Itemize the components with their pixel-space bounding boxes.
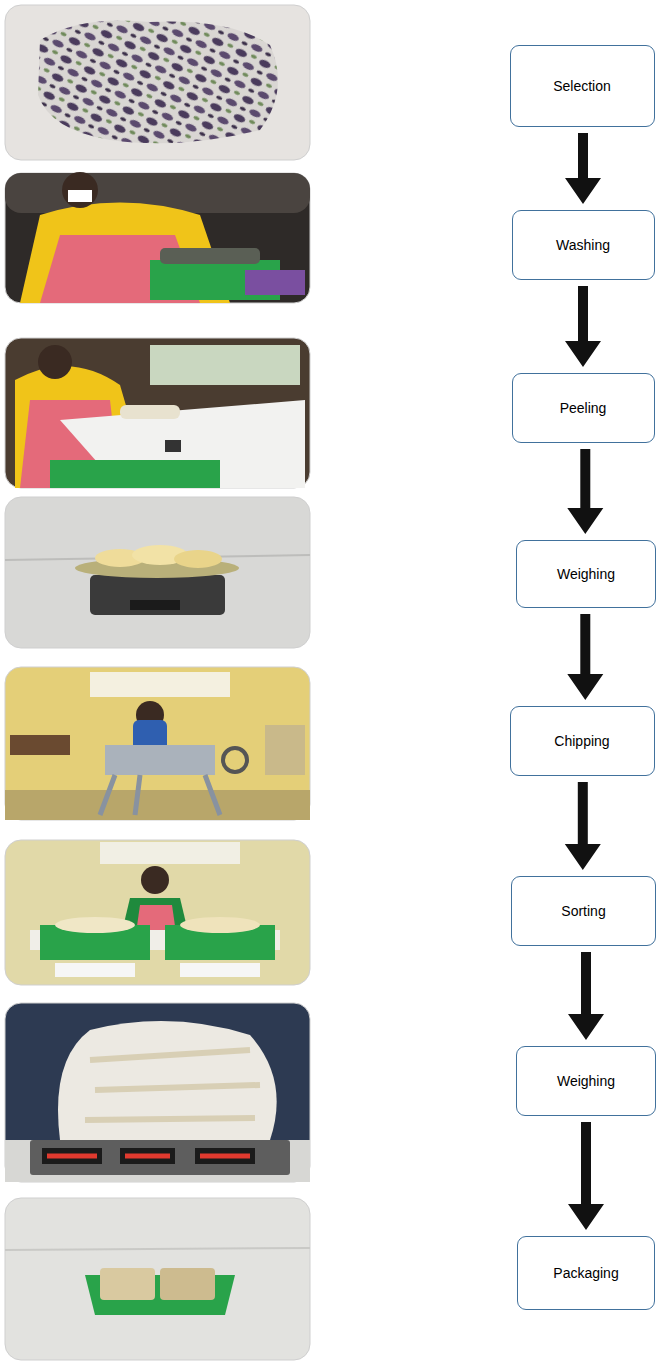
flow-arrow bbox=[565, 133, 601, 204]
photo-packaging bbox=[5, 1198, 310, 1360]
flow-arrow bbox=[567, 614, 603, 700]
flow-arrow bbox=[565, 286, 601, 367]
step-label: Weighing bbox=[557, 1073, 615, 1090]
process-box: Sorting bbox=[511, 876, 656, 946]
process-box: Washing bbox=[512, 210, 655, 280]
step-label: Sorting bbox=[561, 903, 605, 920]
photo-bag-weighing bbox=[5, 1003, 310, 1182]
process-box: Weighing bbox=[516, 540, 656, 608]
photo-washing bbox=[5, 172, 310, 303]
step-label: Weighing bbox=[557, 566, 615, 583]
step-label: Packaging bbox=[553, 1265, 618, 1282]
process-box: Selection bbox=[510, 45, 655, 127]
flow-arrow bbox=[568, 1122, 604, 1230]
flow-arrow bbox=[565, 782, 601, 870]
flow-arrow bbox=[568, 952, 604, 1040]
step-label: Chipping bbox=[554, 733, 609, 750]
flow-arrow bbox=[567, 449, 603, 534]
process-box: Peeling bbox=[512, 373, 655, 443]
step-label: Peeling bbox=[560, 400, 607, 417]
photo-weighing bbox=[5, 497, 310, 648]
photo-selection bbox=[5, 5, 310, 160]
process-box: Chipping bbox=[510, 706, 655, 776]
process-box: Weighing bbox=[516, 1046, 656, 1116]
step-label: Selection bbox=[553, 78, 611, 95]
step-label: Washing bbox=[556, 237, 610, 254]
photo-peeling bbox=[5, 338, 310, 488]
process-box: Packaging bbox=[517, 1236, 655, 1310]
photo-chipping bbox=[5, 667, 310, 820]
photo-sorting bbox=[5, 840, 310, 985]
